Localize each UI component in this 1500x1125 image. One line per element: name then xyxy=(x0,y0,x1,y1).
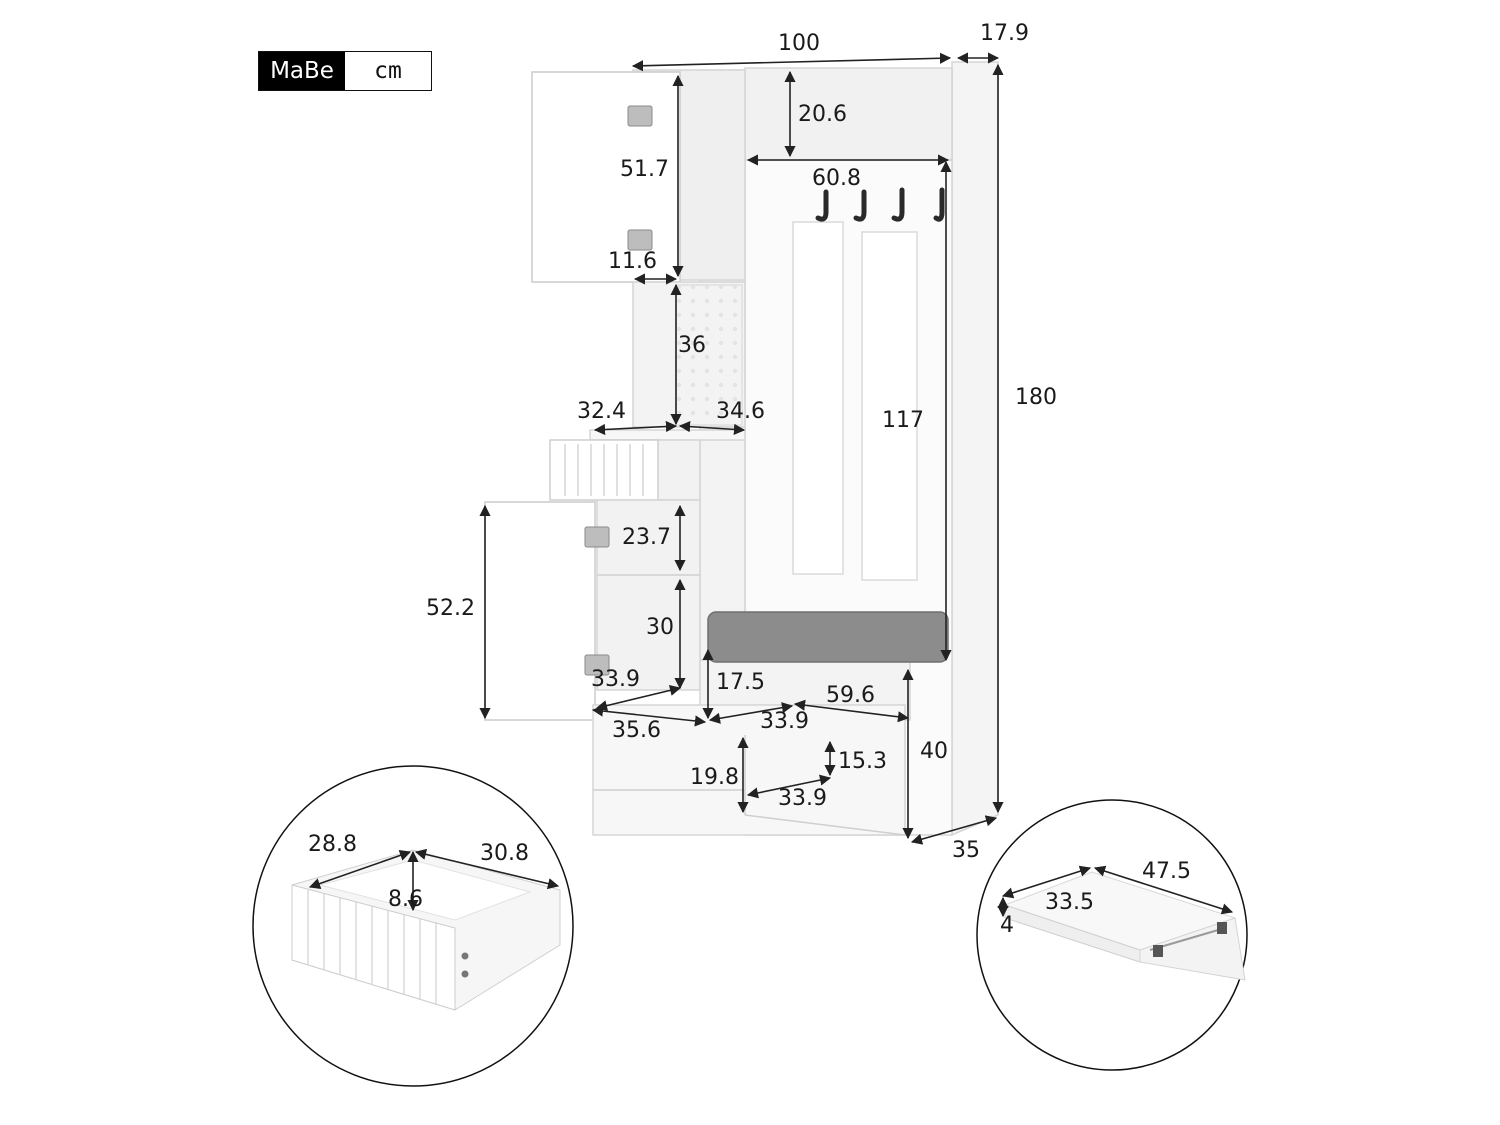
hook-icon xyxy=(891,187,905,222)
dim-upper-cabinet-height: 51.7 xyxy=(620,157,669,182)
dim-lower-upper-compartment: 23.7 xyxy=(622,525,671,550)
dim-lower-lower-compartment: 30 xyxy=(646,615,674,640)
drawer-ribs xyxy=(564,444,644,496)
mid-shelf xyxy=(589,429,746,441)
dim-lower-cabinet-width: 33.9 xyxy=(591,667,640,692)
dim-open-shelf-height: 36 xyxy=(678,333,706,358)
dim-overall-width: 100 xyxy=(778,31,820,56)
dim-mid-right-width: 34.6 xyxy=(716,399,765,424)
dim-overall-height: 180 xyxy=(1015,385,1057,410)
dim-bottom-shelf-height: 15.3 xyxy=(838,749,887,774)
shelf-width-label: 47.5 xyxy=(1142,859,1191,884)
right-side-panel xyxy=(951,61,999,837)
runner-icon xyxy=(1217,922,1227,934)
screw-icon xyxy=(461,970,469,978)
drawer-width-label: 30.8 xyxy=(480,841,529,866)
shelf-depth-label: 33.5 xyxy=(1045,890,1094,915)
dim-hook-rail-width: 60.8 xyxy=(812,166,861,191)
dim-lower-door-height: 52.2 xyxy=(426,596,475,621)
screw-icon xyxy=(461,952,469,960)
dim-bottom-right-width: 33.9 xyxy=(778,786,827,811)
coat-slat-left xyxy=(792,221,844,575)
drawer-depth-label: 28.8 xyxy=(308,832,357,857)
bench-cushion xyxy=(707,611,949,663)
dim-bench-compartment-height: 17.5 xyxy=(716,670,765,695)
hinge-icon xyxy=(584,654,610,676)
dim-mid-left-width: 32.4 xyxy=(577,399,626,424)
hinge-icon xyxy=(627,229,653,251)
dim-bench-width: 59.6 xyxy=(826,683,875,708)
cabinet-body xyxy=(484,61,999,837)
dimension-labels: 100 17.9 180 20.6 51.7 60.8 11.6 36 32.4… xyxy=(426,21,1057,863)
dim-coat-section-height: 117 xyxy=(882,408,924,433)
dim-bench-height: 40 xyxy=(920,739,948,764)
drawer-detail-front xyxy=(291,884,456,1011)
brand-label: MaBe xyxy=(259,52,345,90)
dimension-lines xyxy=(479,52,1004,845)
lower-cabinet-door[interactable] xyxy=(484,501,596,721)
dim-bottom-left-height: 19.8 xyxy=(690,765,739,790)
coat-slat-right xyxy=(861,231,918,581)
unit-legend: MaBe cm xyxy=(258,51,432,91)
dim-top-shelf-height: 20.6 xyxy=(798,102,847,127)
top-shelf xyxy=(744,67,953,161)
hook-icon xyxy=(815,189,829,222)
hook-icon xyxy=(853,189,867,222)
dim-upper-cabinet-depth: 11.6 xyxy=(608,249,657,274)
drawer-height-label: 8.6 xyxy=(388,887,423,912)
drawer-detail-callout: 28.8 30.8 8.6 xyxy=(252,765,574,1087)
hinge-icon xyxy=(627,105,653,127)
dim-bottom-left-width: 35.6 xyxy=(612,718,661,743)
dim-bench-depth: 35 xyxy=(952,838,980,863)
hinge-icon xyxy=(584,526,610,548)
runner-icon xyxy=(1153,945,1163,957)
upper-cabinet-door[interactable] xyxy=(531,71,681,283)
pegboard xyxy=(675,284,743,426)
shelf-thickness-label: 4 xyxy=(1000,913,1014,938)
hinges xyxy=(584,105,653,676)
bottom-shelves xyxy=(592,704,906,836)
unit-label: cm xyxy=(374,58,402,84)
dim-bench-inner-width: 33.9 xyxy=(760,709,809,734)
shelf-detail-callout: 4 33.5 47.5 xyxy=(976,799,1248,1071)
dim-overall-depth: 17.9 xyxy=(980,21,1029,46)
